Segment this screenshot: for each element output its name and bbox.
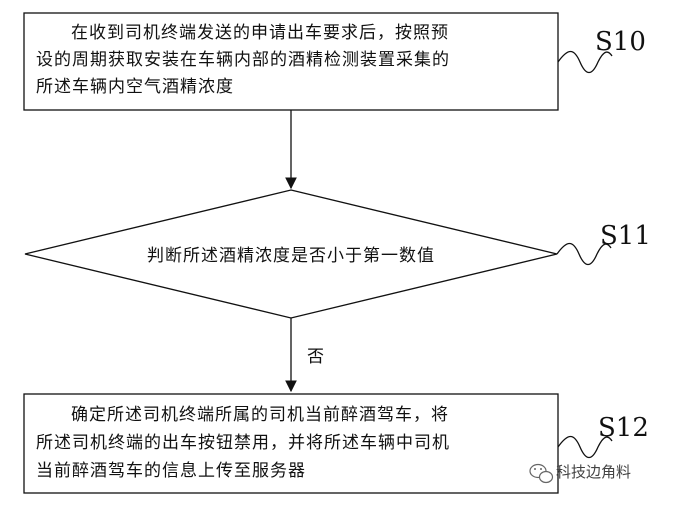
leader-squiggle-s10 xyxy=(557,50,613,74)
process-box-s12 xyxy=(23,393,559,494)
step-id-s11: S11 xyxy=(600,221,651,251)
step-id-s12: S12 xyxy=(598,413,649,443)
step-id-s10: S10 xyxy=(595,27,646,57)
watermark: 科技边角料 xyxy=(529,463,631,484)
leader-squiggle-s11 xyxy=(556,242,612,266)
edge-label-no: 否 xyxy=(307,347,324,367)
s12-line-1: 确定所述司机终端所属的司机当前醉酒驾车，将 xyxy=(71,405,449,425)
step-label-s11: S11 xyxy=(556,221,651,266)
watermark-text: 科技边角料 xyxy=(556,463,631,481)
wechat-icon xyxy=(529,463,554,484)
s12-line-2: 所述司机终端的出车按钮禁用，并将所述车辆中司机 xyxy=(36,433,450,453)
s10-line-2: 设的周期获取安装在车辆内部的酒精检测装置采集的 xyxy=(36,50,450,70)
step-s12: 确定所述司机终端所属的司机当前醉酒驾车，将 所述司机终端的出车按钮禁用，并将所述… xyxy=(23,393,559,494)
s11-line-1: 判断所述酒精浓度是否小于第一数值 xyxy=(147,246,435,266)
step-label-s10: S10 xyxy=(557,27,646,74)
s12-line-3: 当前醉酒驾车的信息上传至服务器 xyxy=(36,461,306,481)
leader-squiggle-s12 xyxy=(557,435,613,459)
step-s11: 判断所述酒精浓度是否小于第一数值 xyxy=(24,189,558,319)
step-s10: 在收到司机终端发送的申请出车要求后，按照预 设的周期获取安装在车辆内部的酒精检测… xyxy=(23,12,559,111)
step-label-s12: S12 xyxy=(557,413,649,459)
s10-line-1: 在收到司机终端发送的申请出车要求后，按照预 xyxy=(71,23,449,43)
s10-line-3: 所述车辆内空气酒精浓度 xyxy=(36,77,234,97)
